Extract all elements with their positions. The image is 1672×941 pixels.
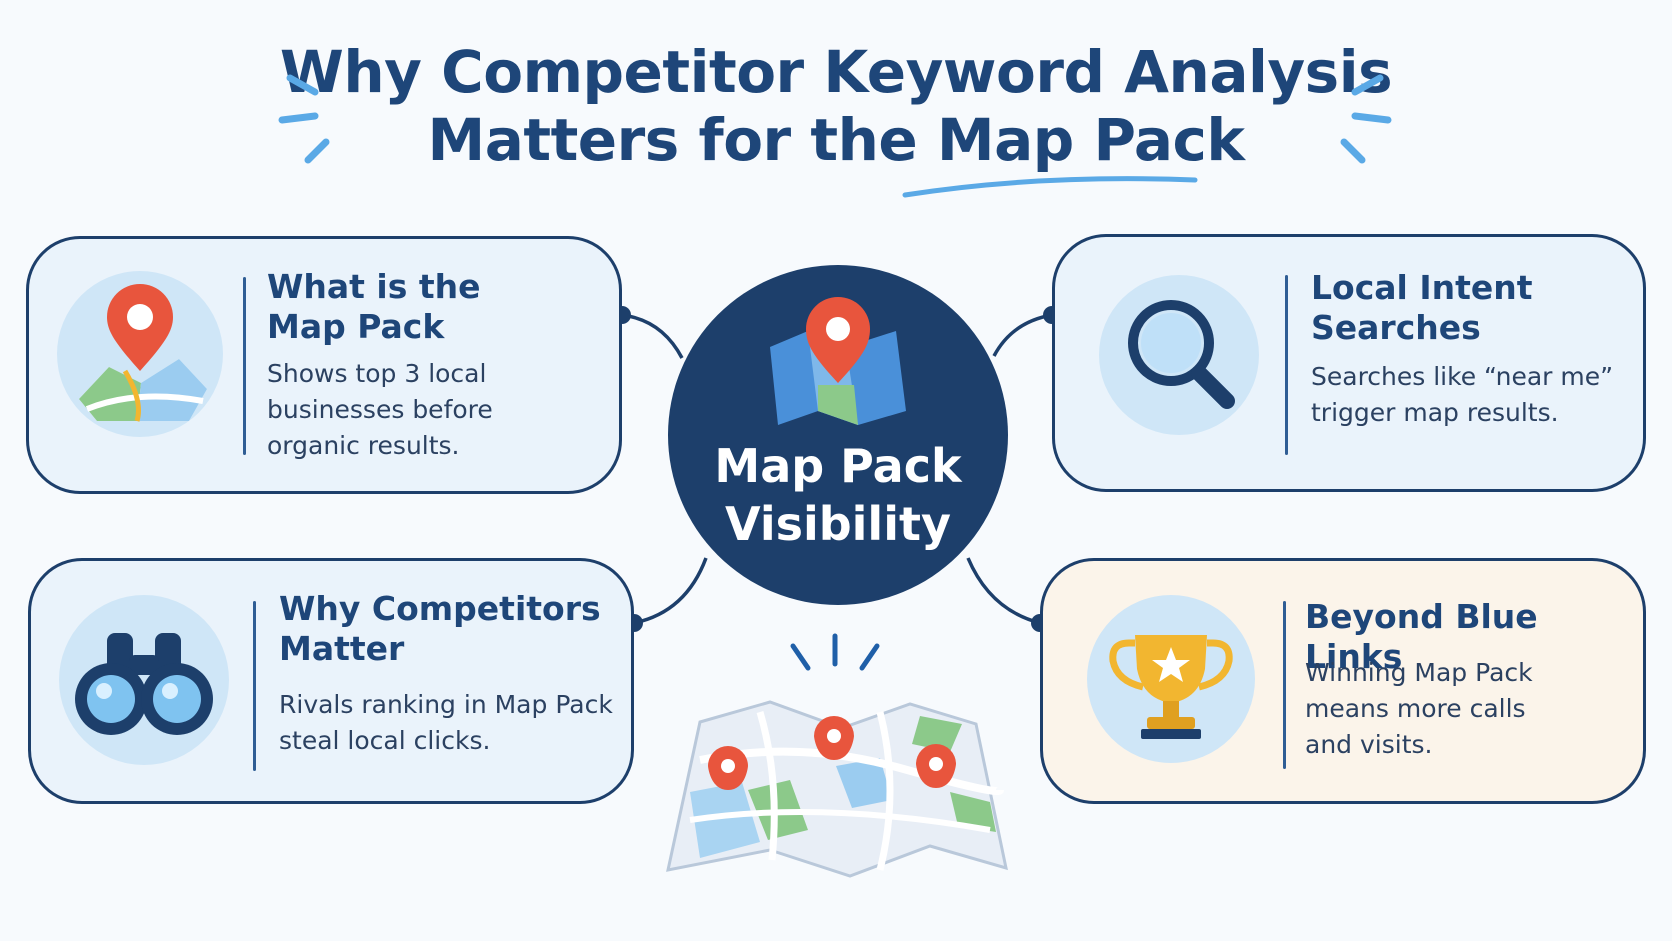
card-title: What is the Map Pack xyxy=(267,267,481,347)
map-with-pins-icon xyxy=(666,700,1008,878)
card-description-line: trigger map results. xyxy=(1311,398,1559,427)
card-description: Winning Map Pack means more calls and vi… xyxy=(1305,655,1533,763)
hub-circle: Map Pack Visibility xyxy=(668,265,1008,605)
card-description-line: Searches like “near me” xyxy=(1311,362,1614,391)
sparkle-lines-left-icon xyxy=(278,74,330,164)
card-divider xyxy=(1285,275,1288,455)
card-description-line: and visits. xyxy=(1305,730,1433,759)
title-underline xyxy=(902,176,1198,198)
hub-label-line-2: Visibility xyxy=(725,497,951,551)
card-description-line: Winning Map Pack xyxy=(1305,658,1533,687)
binoculars-icon xyxy=(59,595,229,765)
hub-label-line-1: Map Pack xyxy=(714,439,962,493)
map-pin-icon xyxy=(57,271,223,437)
page-title: Why Competitor Keyword Analysis Matters … xyxy=(0,38,1672,174)
sparkle-lines-right-icon xyxy=(1340,74,1392,164)
card-description-line: businesses before xyxy=(267,395,493,424)
card-title-line: Matter xyxy=(279,629,405,668)
card-title-line: Searches xyxy=(1311,308,1481,347)
card-description: Searches like “near me” trigger map resu… xyxy=(1311,359,1613,431)
card-divider xyxy=(243,277,246,455)
card-map-pack: What is the Map Pack Shows top 3 local b… xyxy=(26,236,622,494)
card-divider xyxy=(1283,601,1286,769)
card-description: Shows top 3 local businesses before orga… xyxy=(267,356,493,464)
card-description-line: means more calls xyxy=(1305,694,1526,723)
card-title: Local Intent Searches xyxy=(1311,268,1533,348)
card-title-line: Beyond Blue Links xyxy=(1305,597,1538,676)
card-title-line: Map Pack xyxy=(267,307,445,346)
card-title-line: What is the xyxy=(267,267,481,306)
card-divider xyxy=(253,601,256,771)
hub-label: Map Pack Visibility xyxy=(668,437,1008,553)
card-description: Rivals ranking in Map Pack steal local c… xyxy=(279,687,613,759)
title-line-2: Matters for the Map Pack xyxy=(427,106,1246,174)
map-pin-icon xyxy=(770,297,906,425)
card-description-line: organic results. xyxy=(267,431,460,460)
title-line-1: Why Competitor Keyword Analysis xyxy=(279,38,1393,106)
magnifier-icon xyxy=(1099,275,1259,435)
card-title: Beyond Blue Links xyxy=(1305,597,1643,677)
card-description-line: Rivals ranking in Map Pack xyxy=(279,690,613,719)
signal-lines-icon xyxy=(790,633,880,671)
trophy-icon xyxy=(1087,595,1255,763)
card-blue-links: Beyond Blue Links Winning Map Pack means… xyxy=(1040,558,1646,804)
card-title-line: Why Competitors xyxy=(279,589,601,628)
card-description-line: Shows top 3 local xyxy=(267,359,487,388)
card-competitors: Why Competitors Matter Rivals ranking in… xyxy=(28,558,634,804)
card-local-intent: Local Intent Searches Searches like “nea… xyxy=(1052,234,1646,492)
card-title: Why Competitors Matter xyxy=(279,589,601,669)
card-title-line: Local Intent xyxy=(1311,268,1533,307)
card-description-line: steal local clicks. xyxy=(279,726,491,755)
